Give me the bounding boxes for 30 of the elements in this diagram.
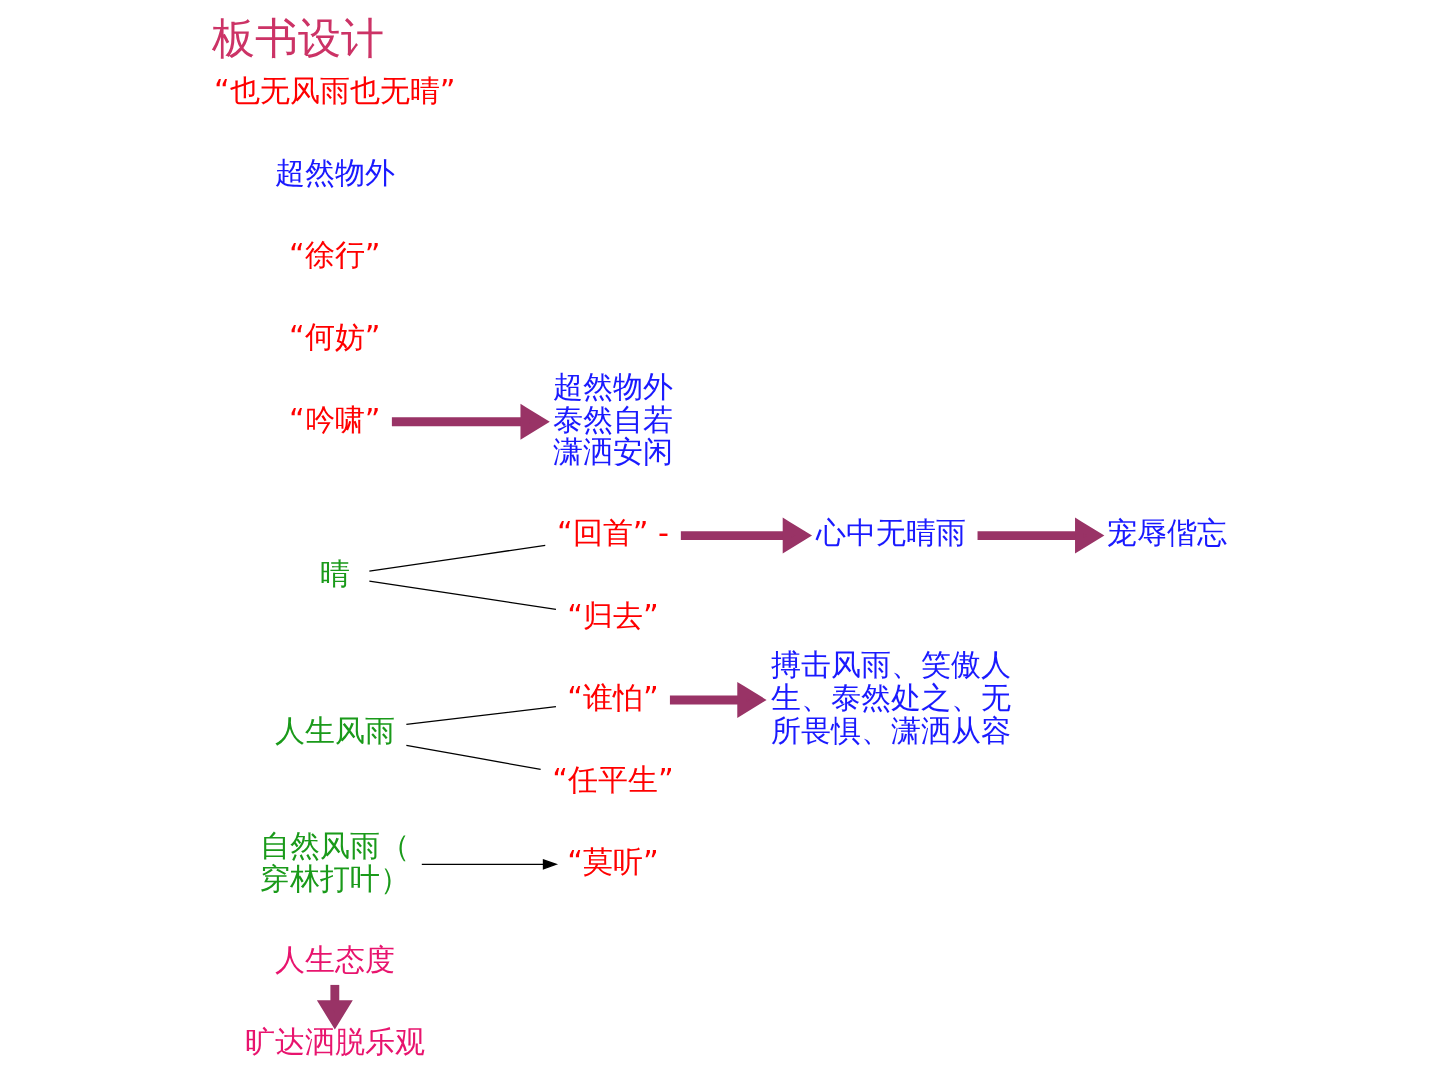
node-text: “何妨” [288,319,381,355]
node-text: 旷达洒脱乐观 [244,1023,425,1059]
node-text: “谁怕” [566,679,659,715]
arrow [680,517,812,554]
connector [405,706,557,726]
arrow [420,859,558,870]
connector [405,744,541,771]
arrow [669,682,767,718]
node-text: 人生态度 [274,941,395,977]
node-text: 人生风雨 [274,712,395,748]
diagram-title: 板书设计 [211,12,384,63]
node-text: 宠辱偕忘 [1107,515,1227,551]
node-text: 超然物外 [274,155,395,191]
node-text: “回首” - [556,515,669,551]
arrow [316,984,353,1030]
node-text: “徐行” [288,237,381,273]
arrow [391,403,550,440]
node-text: 搏击风雨、笑傲人生、泰然处之、无所畏惧、潇洒从容 [770,646,1011,748]
node-text: 自然风雨（穿林打叶） [259,827,410,896]
node-text: 心中无晴雨 [815,515,966,551]
connector [368,580,557,610]
arrow [977,517,1104,554]
node-text: “莫听” [566,844,659,880]
node-text: “归去” [566,597,659,633]
node-text: “吟啸” [288,401,381,437]
node-text: 晴 [319,555,350,591]
label: “也无风雨也无晴” [213,72,456,108]
node-text: 超然物外 泰然自若 潇洒安闲 [552,369,673,470]
node-text: “任平生” [551,761,674,797]
connector [368,544,546,572]
